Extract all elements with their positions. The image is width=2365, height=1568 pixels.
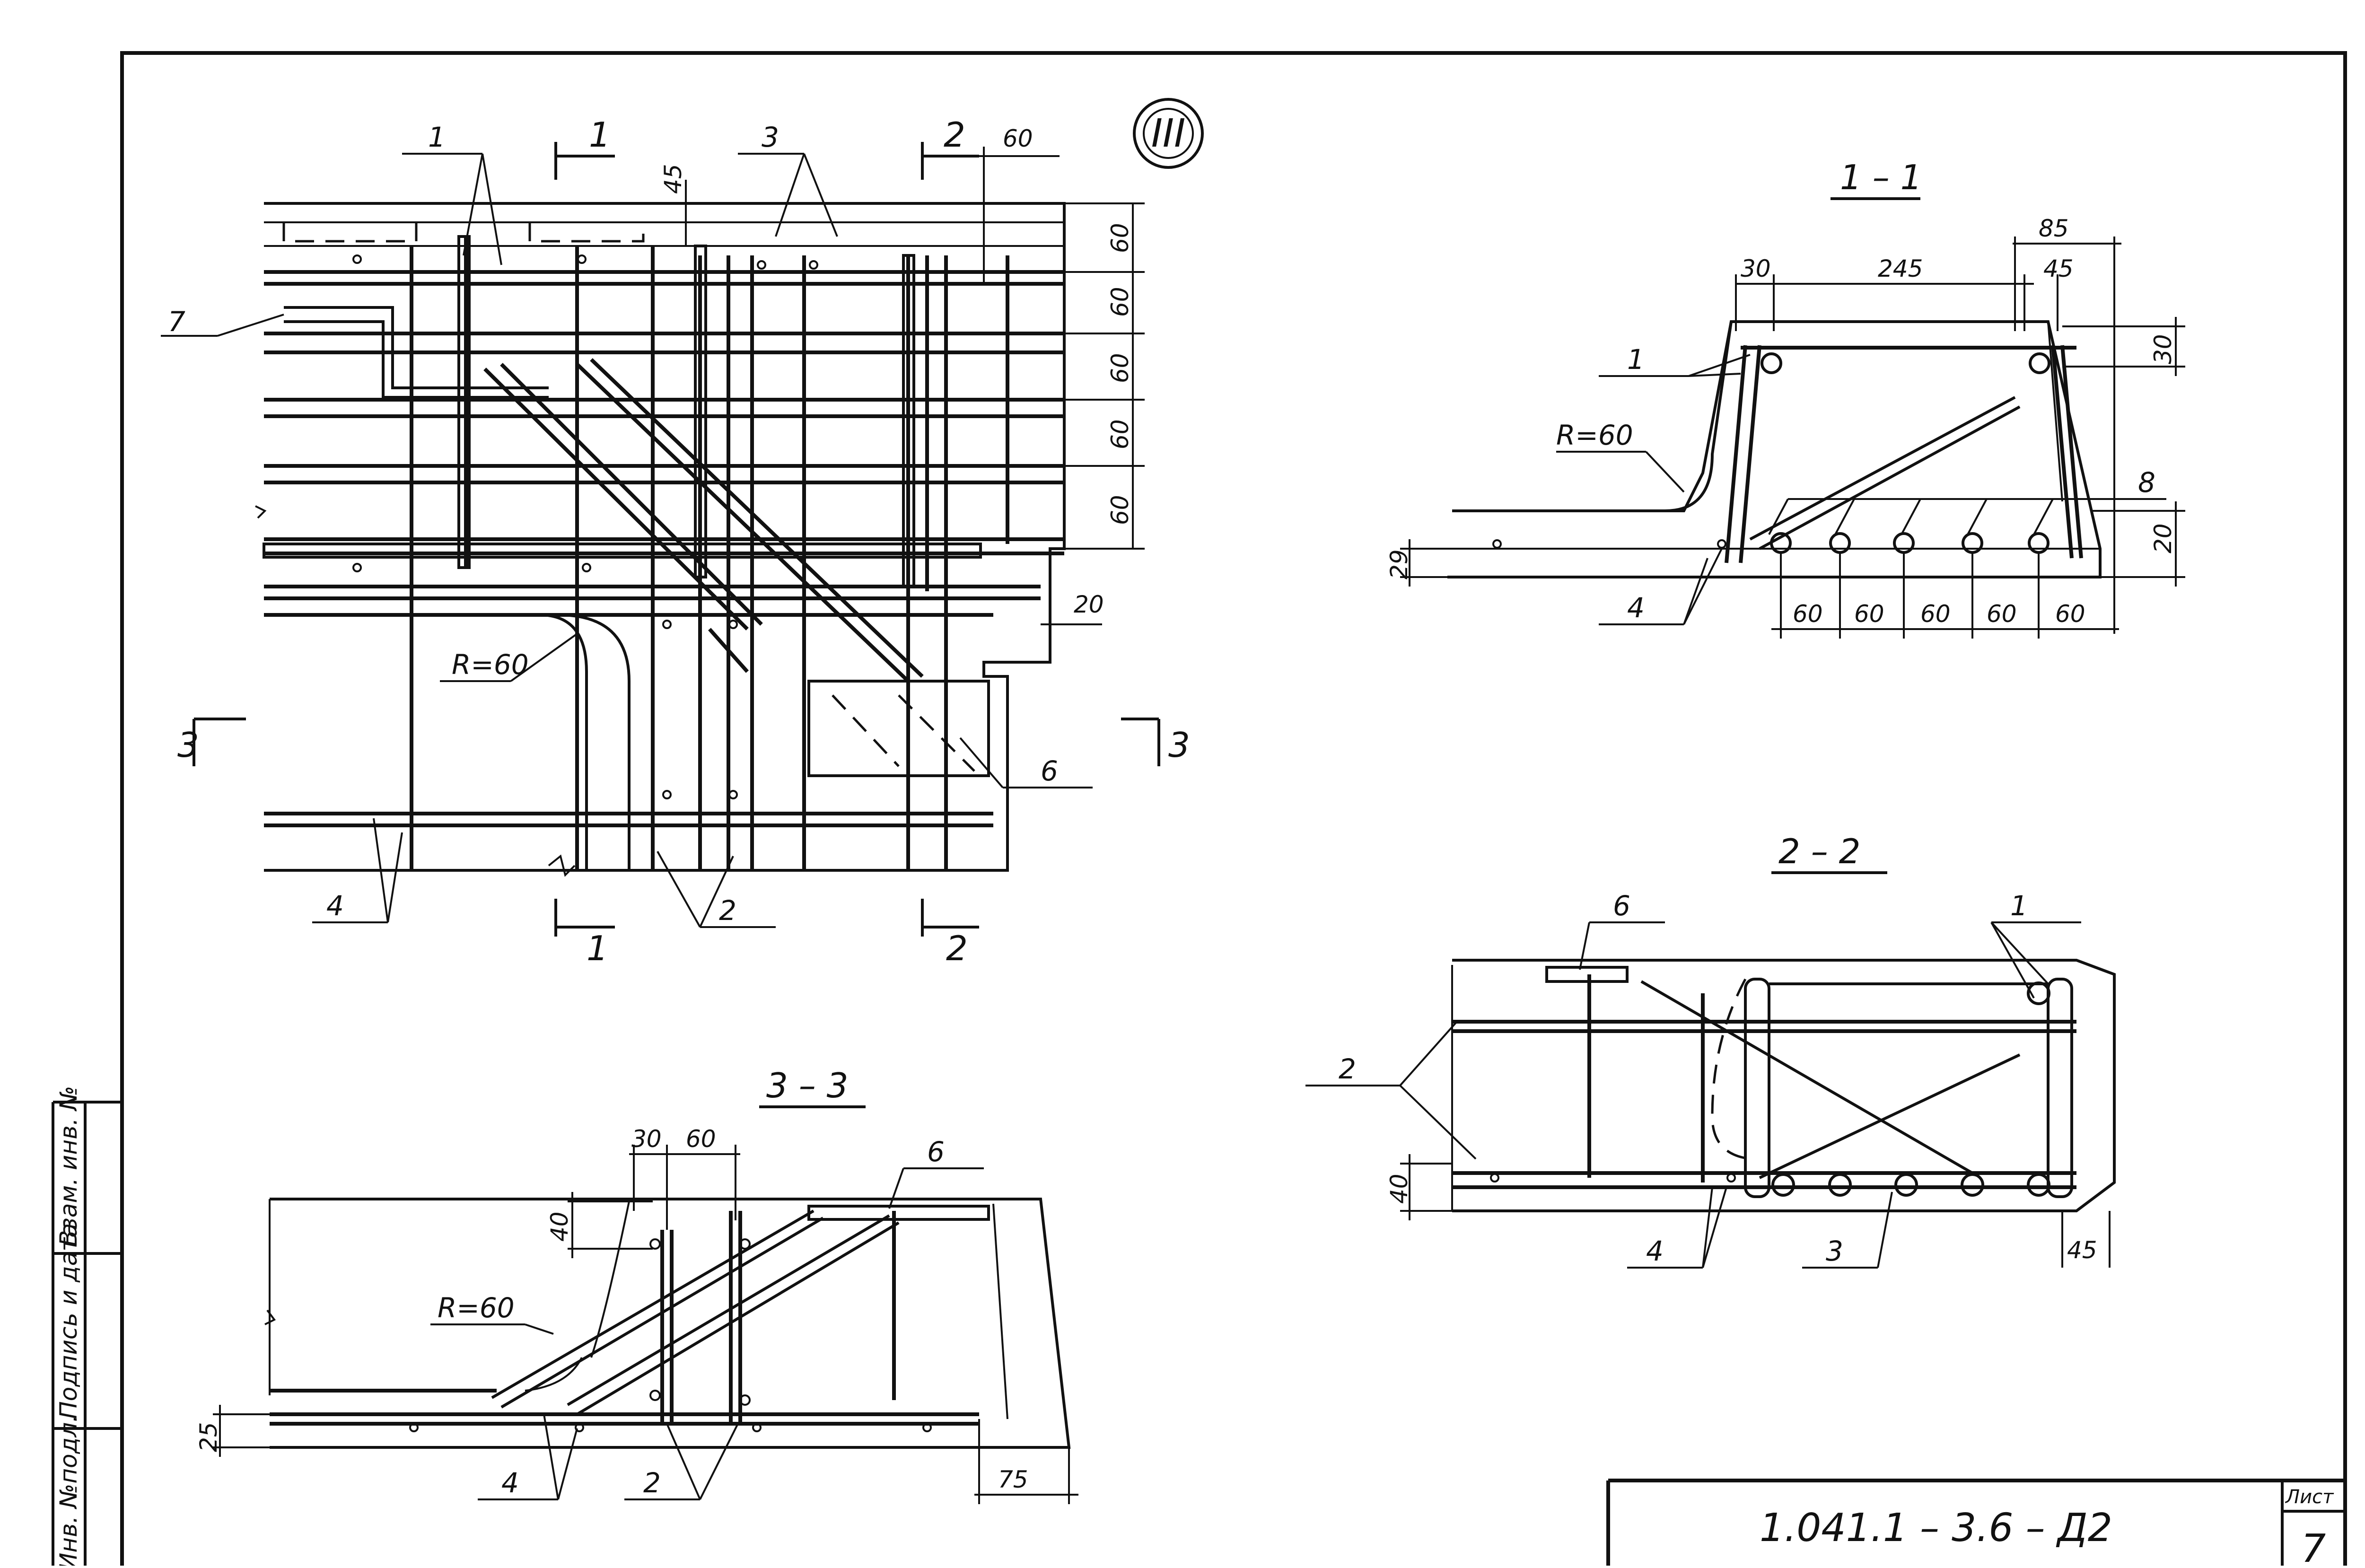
section-2-2-title: 2 – 2 [1778,832,1860,871]
stamp-vzam: Взам. инв. № [55,1086,82,1246]
dim-11-30: 30 [1741,255,1771,282]
cut-mark-1-top: 1 [589,115,611,155]
section-3-3: 3 – 3 30 60 [195,1066,1078,1504]
section-1-1: 1 – 1 30 245 45 85 [1385,158,2185,639]
dim-iii-60-5: 60 [1106,495,1134,525]
s11-radius: R=60 [1556,419,1633,451]
dim-11-60-4: 60 [1987,600,2017,628]
sheet-label: Лист [2285,1486,2334,1508]
dim-11-60-1: 60 [1793,600,1823,628]
sheet-number: 7 [2301,1526,2326,1566]
s22-pos-6: 6 [1613,890,1630,922]
dim-iii-60-top: 60 [1003,125,1033,152]
iii-pos-6: 6 [1041,755,1058,787]
dim-11-85: 85 [2039,215,2069,242]
title-block: 1.041.1 – 3.6 – Д2 Лист 7 [1606,1479,2345,1568]
dim-33-25: 25 [195,1422,222,1452]
s22-pos-2: 2 [1339,1053,1356,1085]
iii-pos-3: 3 [762,121,779,153]
dim-iii-60-1: 60 [1106,223,1134,253]
cut-mark-1-bottom: 1 [587,929,608,968]
dim-11-60-5: 60 [2055,600,2085,628]
sheet-code: 1.041.1 – 3.6 – Д2 [1760,1506,2112,1550]
dim-iii-60-2: 60 [1106,287,1134,317]
dim-iii-45: 45 [659,164,687,194]
dim-11-245: 245 [1878,255,1923,282]
s33-radius: R=60 [438,1292,515,1324]
dim-33-30: 30 [631,1125,662,1153]
node-mark: III [1151,111,1186,156]
dim-22-45: 45 [2067,1236,2097,1264]
iii-pos-2: 2 [719,894,736,927]
cut-mark-3-left: 3 [177,725,199,765]
dim-iii-60-4: 60 [1106,419,1134,449]
dim-11-60-2: 60 [1854,600,1884,628]
cut-mark-2-bottom: 2 [946,929,968,968]
s11-pos-4: 4 [1627,592,1645,624]
cut-mark-3-right: 3 [1168,725,1190,765]
dim-11-60-3: 60 [1920,600,1951,628]
section-3-3-title: 3 – 3 [766,1066,848,1105]
dim-11-30-right: 30 [2149,334,2177,364]
sheet-frame [120,51,2347,1568]
dim-11-29: 29 [1385,549,1413,579]
cut-mark-2-top: 2 [944,115,965,155]
dim-33-60: 60 [686,1125,716,1153]
s22-pos-4: 4 [1646,1235,1664,1267]
s11-pos-8: 8 [2138,466,2155,499]
s11-pos-1: 1 [1627,343,1645,376]
section-1-1-title: 1 – 1 [1840,158,1922,197]
s33-pos-2: 2 [643,1467,661,1499]
cut-marks: 1 1 2 2 3 3 [177,115,1190,968]
node-mark-circle [1133,98,1204,169]
dim-22-40: 40 [1385,1174,1413,1204]
iii-pos-4: 4 [326,890,344,922]
s33-pos-6: 6 [927,1136,945,1168]
section-2-2: 2 – 2 40 45 6 [1305,832,2116,1269]
dim-33-40: 40 [546,1211,573,1242]
s33-pos-4: 4 [501,1467,519,1499]
side-stamp: Инв. №подл. Подпись и дата Взам. инв. № [52,1086,122,1568]
node-iii-view: III [161,98,1204,968]
dim-33-75: 75 [998,1466,1028,1493]
dim-11-45: 45 [2043,255,2074,282]
s22-pos-3: 3 [1826,1235,1843,1267]
dim-iii-20: 20 [1074,591,1104,618]
iii-pos-1: 1 [428,121,446,153]
dim-iii-60-3: 60 [1106,353,1134,383]
iii-pos-7: 7 [168,306,185,338]
dim-11-20: 20 [2149,523,2177,553]
stamp-inv-podl: Инв. №подл. [55,1415,82,1566]
stamp-podpis: Подпись и дата [55,1223,82,1419]
iii-radius: R=60 [452,648,529,681]
s22-pos-1: 1 [2010,890,2028,922]
iii-leaders: 1 3 7 R=60 6 4 2 [161,121,1093,928]
